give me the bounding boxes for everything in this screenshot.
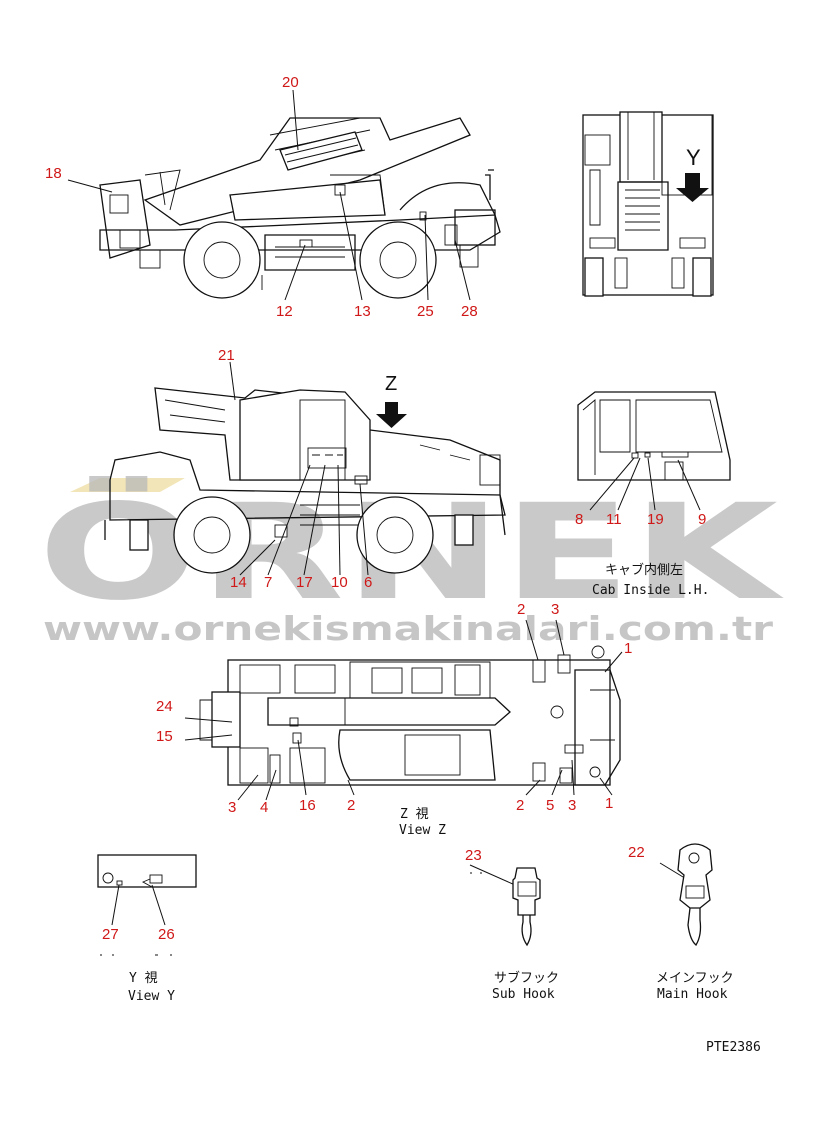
callouts-mid: 21 14 7 17 10 6 xyxy=(218,347,372,591)
callout-23: 23 xyxy=(465,847,482,864)
crane-side-view-right xyxy=(99,117,501,299)
callout-28: 28 xyxy=(461,303,478,320)
callout-1-top: 1 xyxy=(624,640,632,657)
callout-3-bottom-right: 3 xyxy=(568,797,576,814)
callouts-top: 18 20 12 13 25 28 xyxy=(45,74,478,320)
sub-hook xyxy=(469,864,541,947)
leaders-cab xyxy=(589,457,701,511)
view-y-arrow-icon xyxy=(676,173,709,202)
callout-18: 18 xyxy=(45,165,62,182)
main-hook xyxy=(659,843,713,946)
mainhook-caption-jp: メインフック xyxy=(656,971,734,986)
callout-27: 27 xyxy=(102,926,119,943)
callout-2-top-left: 2 xyxy=(517,601,525,618)
callout-7: 7 xyxy=(264,574,272,591)
view-y-panel xyxy=(97,854,197,888)
callout-20: 20 xyxy=(282,74,299,91)
callout-21: 21 xyxy=(218,347,235,364)
view-z-marker: Z xyxy=(385,373,397,395)
callout-22: 22 xyxy=(628,844,645,861)
cab-inside-view xyxy=(577,391,731,481)
cab-caption-en: Cab Inside L.H. xyxy=(592,583,709,598)
leaders-viewy xyxy=(100,884,172,956)
callout-16: 16 xyxy=(299,797,316,814)
callouts-viewz: 2 3 1 24 15 3 4 16 2 2 5 3 1 xyxy=(156,601,632,816)
callout-2-bottom-right: 2 xyxy=(516,797,524,814)
crane-side-view-left: Z xyxy=(104,373,506,574)
viewy-caption-en: View Y xyxy=(128,989,175,1004)
callout-26: 26 xyxy=(158,926,175,943)
callout-1-bottom: 1 xyxy=(605,795,613,812)
viewy-caption-jp: Y 視 xyxy=(129,971,158,986)
leaders-viewz xyxy=(184,619,623,801)
callout-12: 12 xyxy=(276,303,293,320)
callout-4: 4 xyxy=(260,799,268,816)
callouts-cab: 8 11 19 9 xyxy=(575,511,706,528)
leaders-top xyxy=(67,89,471,301)
drawing-number: PTE2386 xyxy=(706,1040,761,1055)
viewz-caption-jp: Z 視 xyxy=(400,807,429,822)
cab-caption-jp: キャブ内側左 xyxy=(605,562,683,578)
view-y-marker: Y xyxy=(686,145,701,170)
callout-19: 19 xyxy=(647,511,664,528)
callout-11: 11 xyxy=(606,511,622,528)
viewz-caption-en: View Z xyxy=(399,823,446,838)
callout-24: 24 xyxy=(156,698,173,715)
callout-3-bottom-left: 3 xyxy=(228,799,236,816)
crane-front-view: Y xyxy=(582,111,714,297)
callout-9: 9 xyxy=(698,511,706,528)
callout-2-bottom-left: 2 xyxy=(347,797,355,814)
leaders-mid xyxy=(229,361,369,576)
subhook-caption-en: Sub Hook xyxy=(492,987,555,1002)
view-z-arrow-icon xyxy=(376,402,407,428)
callout-14: 14 xyxy=(230,574,247,591)
callout-17: 17 xyxy=(296,574,313,591)
callout-15: 15 xyxy=(156,728,173,745)
crane-top-view xyxy=(199,645,621,786)
callout-10: 10 xyxy=(331,574,348,591)
callout-25: 25 xyxy=(417,303,434,320)
watermark-url: www.ornekismakinalari.com.tr xyxy=(43,609,774,648)
callout-13: 13 xyxy=(354,303,371,320)
callout-8: 8 xyxy=(575,511,583,528)
callout-6: 6 xyxy=(364,574,372,591)
subhook-caption-jp: サブフック xyxy=(494,970,559,986)
watermark-accent-shape xyxy=(70,478,185,492)
callout-5: 5 xyxy=(546,797,554,814)
mainhook-caption-en: Main Hook xyxy=(657,987,728,1002)
callout-3-top: 3 xyxy=(551,601,559,618)
